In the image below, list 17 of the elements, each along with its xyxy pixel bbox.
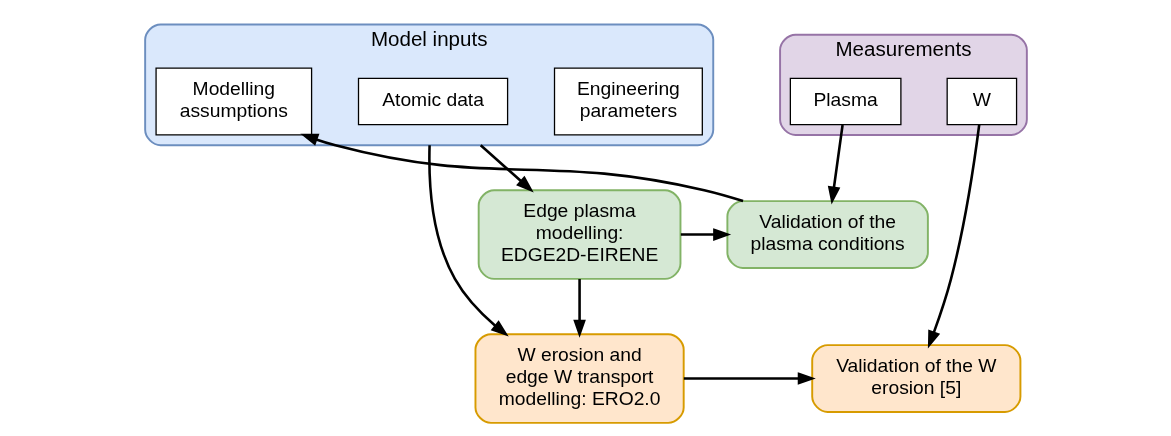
node-box: W erosion and edge W transport modelling: ERO2.0 xyxy=(474,332,685,424)
node-box: Modelling assumptions xyxy=(154,66,312,136)
node-box: Validation of the plasma conditions xyxy=(725,199,929,269)
node-box: Engineering parameters xyxy=(553,66,703,136)
arrow xyxy=(479,143,534,192)
arrow xyxy=(299,133,743,202)
node-box: Atomic data xyxy=(357,77,508,125)
node-box: Edge plasma modelling: EDGE2D-EIRENE xyxy=(477,188,681,280)
arrow xyxy=(427,144,509,337)
arrow xyxy=(683,371,816,385)
arrow xyxy=(680,227,731,241)
arrow xyxy=(927,124,980,349)
node-box: Plasma xyxy=(789,77,902,125)
arrow xyxy=(827,124,844,205)
node-box: Validation of the W erosion [5] xyxy=(810,343,1021,413)
arrow xyxy=(572,278,586,338)
node-box: W xyxy=(946,77,1017,125)
